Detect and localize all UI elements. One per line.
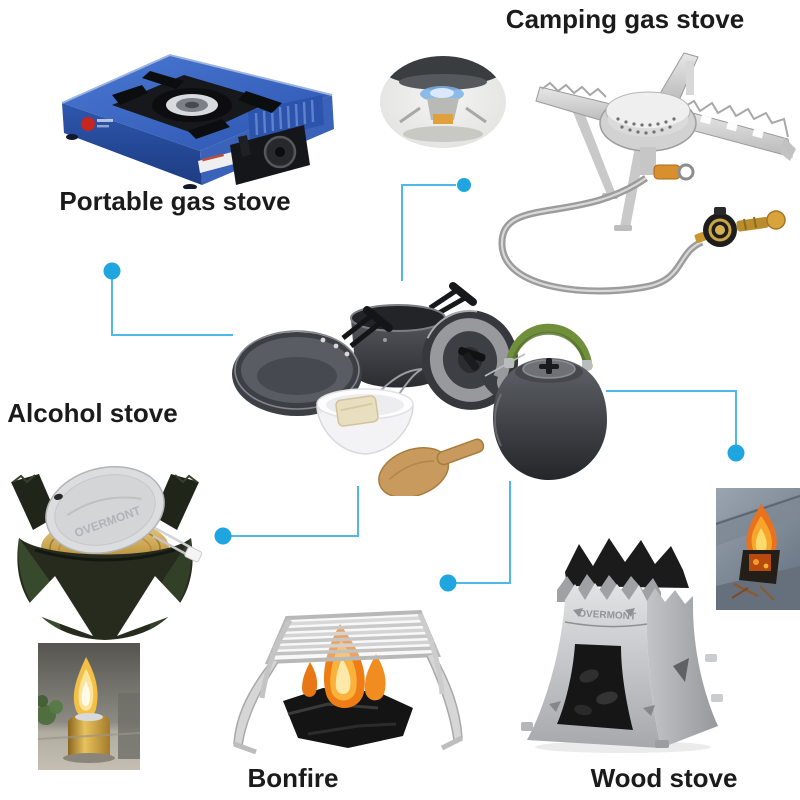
alcohol-stove-image: OVERMONT [5,430,205,648]
connector-line-alcohol [231,486,359,537]
portable-gas-stove-image [50,33,340,189]
kettle [481,323,607,480]
label-alcohol-stove: Alcohol stove [7,398,178,428]
burner-lid: OVERMONT [45,465,165,555]
label-wood-stove: Wood stove [590,763,738,793]
bowl [316,368,423,455]
connector-dot-camping [457,178,471,192]
wood-stove-image: OVERMONT [513,526,725,754]
wood-stove-inset-photo [716,488,800,610]
burner-head [599,91,697,152]
grill [233,609,464,755]
camping-stove-inset-photo [380,56,506,148]
wire-handle [152,526,203,563]
camping-gas-stove-image [440,45,800,295]
stove-engraving: OVERMONT [578,608,636,622]
label-bonfire: Bonfire [247,763,339,793]
connector-line-wood [606,390,737,445]
cookware-set-image [225,278,625,496]
connector-dot-wood [727,444,745,462]
label-camping-gas-stove: Camping gas stove [505,4,745,34]
label-portable-gas-stove: Portable gas stove [59,186,291,216]
connector-dot-alcohol [214,527,232,545]
connector-line-portable [111,279,233,336]
connector-dot-bonfire [439,574,457,592]
connector-line-bonfire [456,481,511,584]
connector-line-camping [401,184,456,281]
bonfire-image [228,596,468,776]
inner-plates [565,538,689,588]
spatula [378,438,485,496]
alcohol-burner-inset-photo [38,643,140,770]
connector-dot-portable [103,262,121,280]
brand-logo-dot [81,117,95,131]
